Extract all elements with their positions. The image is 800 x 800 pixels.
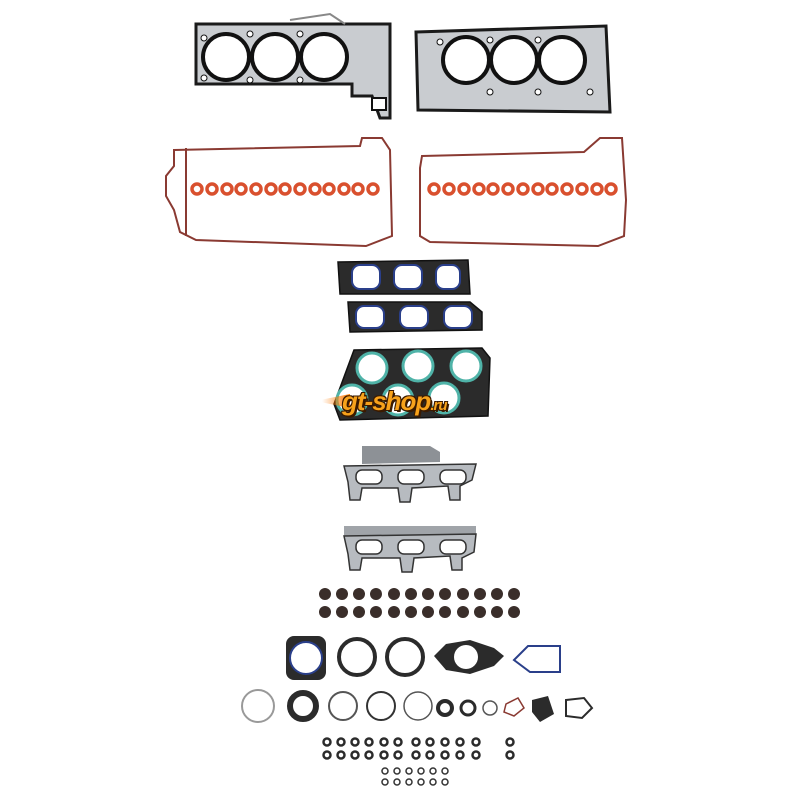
valve-stem-seals xyxy=(319,588,520,618)
seals-orings xyxy=(241,689,594,723)
exhaust-gasket-2 xyxy=(343,526,477,573)
valve-cover-gasket-right xyxy=(419,137,628,248)
head-gasket-right xyxy=(414,24,612,114)
tiny-orings xyxy=(381,767,449,786)
intake-gasket-1 xyxy=(337,259,471,295)
exhaust-gasket-1 xyxy=(343,446,477,503)
valve-cover-gasket-left xyxy=(165,137,394,248)
spark-plug-seals xyxy=(190,182,618,196)
watermark-text: gt-shop.ru xyxy=(342,386,447,416)
misc-gaskets xyxy=(286,636,561,680)
small-orings xyxy=(322,737,515,760)
intake-plenum-gasket xyxy=(333,347,491,421)
head-gasket-left xyxy=(194,12,392,120)
intake-gasket-2 xyxy=(347,301,483,333)
watermark-logo: gt-shop.ru xyxy=(322,386,478,416)
